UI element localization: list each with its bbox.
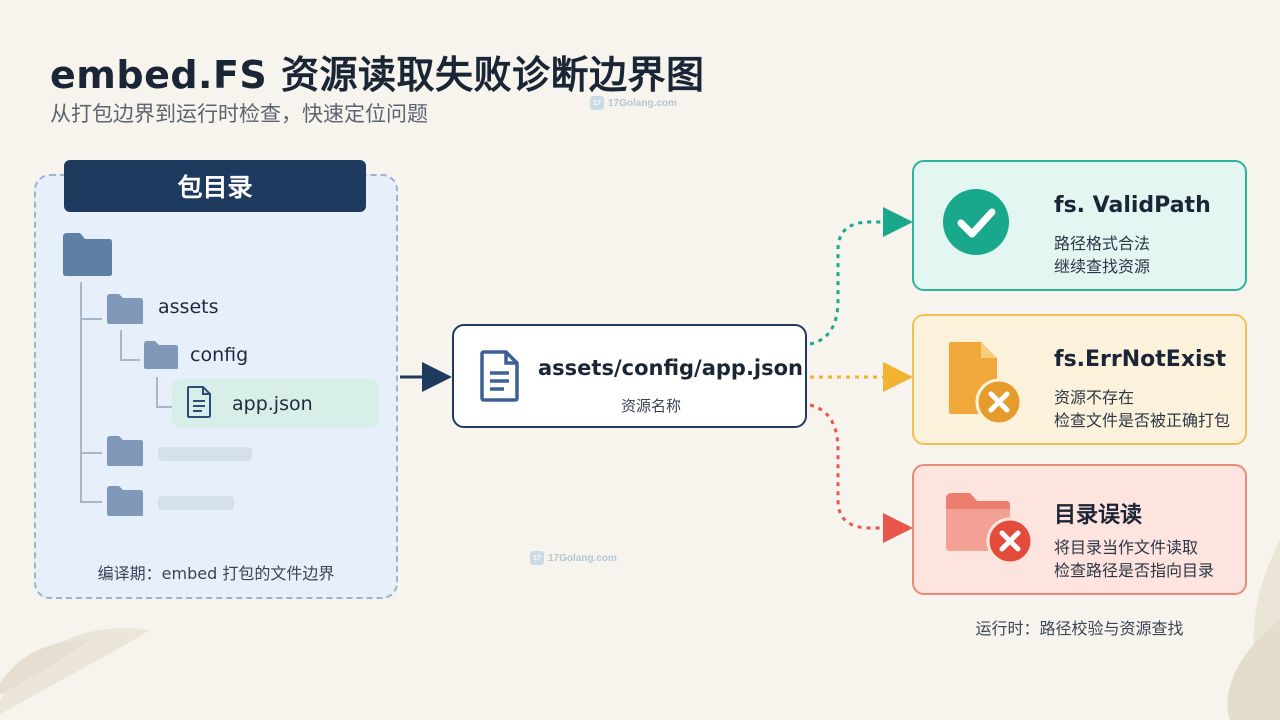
- tree-item-config: config: [190, 344, 249, 366]
- page-subtitle: 从打包边界到运行时检查，快速定位问题: [50, 102, 428, 126]
- page-title: embed.FS 资源读取失败诊断边界图: [50, 53, 705, 97]
- tree-connector: [120, 330, 122, 360]
- resource-name-node: assets/config/app.json 资源名称: [452, 324, 807, 428]
- directory-misread-line-2: 检查路径是否指向目录: [1054, 561, 1215, 580]
- folder-error-icon: [946, 493, 1034, 565]
- directory-misread-card: 目录误读 将目录当作文件读取 检查路径是否指向目录: [912, 464, 1247, 595]
- document-icon: [480, 350, 519, 402]
- tree-connector: [80, 318, 102, 320]
- err-not-exist-line-2: 检查文件是否被正确打包: [1054, 411, 1231, 430]
- missing-file-icon: [949, 342, 1023, 426]
- root-folder-icon: [63, 233, 112, 276]
- placeholder-label-bar: [158, 447, 252, 461]
- arrow-to-valid-path: [809, 207, 913, 346]
- folder-icon: [107, 486, 143, 516]
- selected-file-highlight: [172, 379, 379, 428]
- assets-folder-icon: [107, 294, 143, 324]
- watermark-text: 17Golang.com: [608, 97, 677, 109]
- err-not-exist-card: fs.ErrNotExist 资源不存在 检查文件是否被正确打包: [912, 314, 1247, 445]
- placeholder-label-bar: [158, 496, 234, 510]
- err-not-exist-line-1: 资源不存在: [1054, 388, 1135, 407]
- resource-path: assets/config/app.json: [538, 356, 804, 380]
- valid-path-card: fs. ValidPath 路径格式合法 继续查找资源: [912, 160, 1247, 291]
- valid-path-line-1: 路径格式合法: [1054, 234, 1151, 253]
- tree-item-assets: assets: [158, 296, 219, 318]
- watermark: 17 17Golang.com: [590, 96, 677, 110]
- valid-path-title: fs. ValidPath: [1054, 193, 1211, 218]
- resource-name-label: 资源名称: [620, 397, 681, 415]
- check-circle-icon: [943, 189, 1009, 255]
- runtime-caption: 运行时：路径校验与资源查找: [975, 619, 1184, 638]
- tree-item-app-json: app.json: [232, 393, 313, 415]
- package-directory-header: 包目录: [64, 160, 366, 212]
- tree-connector: [120, 359, 140, 361]
- tree-connector: [80, 452, 102, 454]
- directory-misread-line-1: 将目录当作文件读取: [1054, 538, 1199, 557]
- err-not-exist-title: fs.ErrNotExist: [1054, 347, 1227, 372]
- watermark: 17 17Golang.com: [530, 551, 617, 565]
- tree-connector: [80, 501, 102, 503]
- watermark-text: 17Golang.com: [548, 552, 617, 564]
- directory-misread-title: 目录误读: [1054, 503, 1143, 528]
- tree-connector: [156, 406, 174, 408]
- tree-connector: [156, 377, 158, 407]
- compile-time-caption: 编译期：embed 打包的文件边界: [97, 564, 335, 583]
- watermark-logo-icon: 17: [530, 551, 544, 565]
- json-file-icon: [187, 386, 211, 418]
- config-folder-icon: [144, 341, 178, 369]
- folder-icon: [107, 436, 143, 466]
- watermark-logo-icon: 17: [590, 96, 604, 110]
- tree-connector: [80, 282, 82, 502]
- arrow-to-directory-misread: [809, 403, 913, 543]
- valid-path-line-2: 继续查找资源: [1054, 257, 1151, 276]
